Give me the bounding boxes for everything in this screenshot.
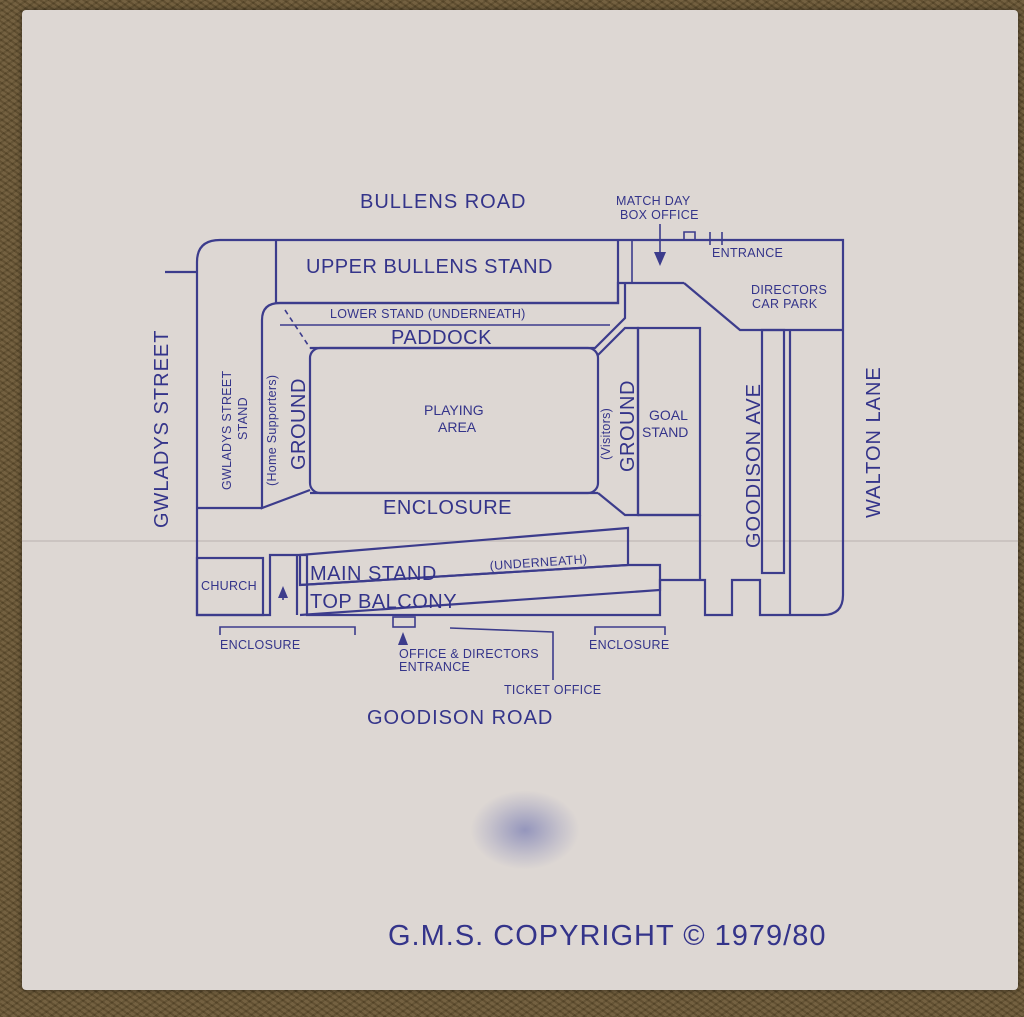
playing-area-label-1: PLAYING [424,402,484,418]
road-west: GWLADYS STREET [151,330,173,528]
match-day-label-2: BOX OFFICE [620,208,699,222]
ticket-office-label: TICKET OFFICE [504,683,601,697]
road-east: WALTON LANE [863,366,885,518]
paddock-dash [284,309,311,349]
enclosure-arrow-icon [278,586,288,598]
home-note-label: (Home Supporters) [265,375,279,486]
church-box [195,556,265,617]
entrance-gate [683,231,696,240]
road-goodison-ave: GOODISON AVE [743,383,765,548]
ticket-office-leader [449,627,554,680]
home-ground-label: GROUND [288,378,310,470]
gwladys-stand-label-1: GWLADYS STREET [220,370,234,490]
top-balcony-label: TOP BALCONY [310,591,457,613]
enclosure-se-bracket [594,626,666,635]
goodison-ave-strip [760,328,786,575]
office-label-1: OFFICE & DIRECTORS [399,647,539,661]
paddock-label: PADDOCK [391,327,492,349]
visitors-note-label: (Visitors) [599,408,613,460]
office-door [392,616,416,628]
ticket-card [22,10,1018,990]
lower-stand-label: LOWER STAND (UNDERNEATH) [330,307,526,321]
upper-bullens-label: UPPER BULLENS STAND [306,256,553,278]
road-north: BULLENS ROAD [360,191,527,213]
directors-label-1: DIRECTORS [751,283,827,297]
goal-stand-label-1: GOAL [649,407,688,423]
goal-stand-label-2: STAND [642,424,688,440]
copyright-text: G.M.S. COPYRIGHT © 1979/80 [388,920,827,952]
road-south: GOODISON ROAD [367,707,553,729]
office-arrow-icon [398,632,408,645]
office-label-2: ENTRANCE [399,660,470,674]
entrance-label: ENTRANCE [712,246,783,260]
ink-stain [470,790,580,870]
enclosure-main-label: ENCLOSURE [383,497,512,519]
stadium-outline [195,238,845,617]
gwladys-stand-label-2: STAND [236,397,250,440]
enclosure-se-label: ENCLOSURE [589,638,670,652]
main-stand-note-label: (UNDERNEATH) [489,552,588,573]
directors-label-2: CAR PARK [752,297,818,311]
visitors-ground-label: GROUND [617,380,639,472]
enclosure-sw-label: ENCLOSURE [220,638,301,652]
church-label: CHURCH [201,579,257,593]
directors-car-park-edge [683,282,843,332]
box-office-arrow-icon [654,252,666,266]
playing-area-label-2: AREA [438,419,477,435]
main-stand-label: MAIN STAND [310,563,437,585]
match-day-label-1: MATCH DAY [616,194,691,208]
enclosure-sw-bracket [219,626,356,635]
lower-stand-top [260,281,684,321]
fold-crease [22,540,1018,542]
